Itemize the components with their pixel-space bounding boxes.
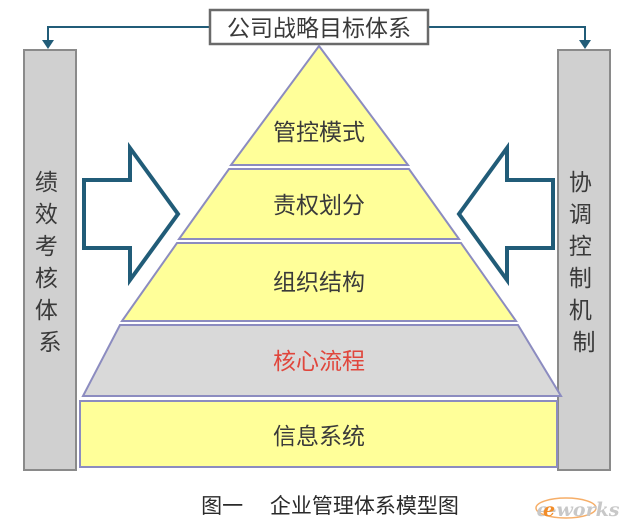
layer-label: 管控模式 bbox=[273, 120, 365, 146]
left-bar-char: 核 bbox=[35, 266, 58, 292]
left-bar-char: 效 bbox=[35, 202, 58, 228]
right-bar-char: 协 bbox=[569, 170, 592, 196]
right-side-bar: 协 调 控 制 机 制 bbox=[557, 49, 611, 471]
right-bar-label: 协 调 控 制 机 制 bbox=[569, 170, 599, 356]
right-bar-char: 制 bbox=[573, 330, 596, 356]
connector-left bbox=[42, 26, 210, 49]
right-bar-char: 控 bbox=[569, 234, 592, 260]
watermark-logo: e-works e bbox=[535, 497, 620, 521]
left-bar-char: 考 bbox=[35, 234, 58, 260]
right-bar-char: 制 bbox=[569, 266, 592, 292]
left-bar-char: 系 bbox=[39, 330, 62, 356]
left-bar-label: 绩 效 考 核 体 系 bbox=[35, 170, 65, 356]
right-arrow-icon bbox=[456, 141, 555, 287]
right-bar-char: 机 bbox=[569, 298, 592, 324]
left-side-bar: 绩 效 考 核 体 系 bbox=[23, 49, 77, 471]
pyramid-layer-core-process bbox=[81, 324, 563, 397]
watermark-e-icon: e bbox=[543, 499, 555, 521]
layer-label-highlight: 核心流程 bbox=[273, 349, 365, 375]
left-bar-char: 体 bbox=[35, 298, 58, 324]
watermark-text: e-works bbox=[537, 499, 620, 521]
layer-label: 信息系统 bbox=[273, 424, 365, 450]
right-bar-char: 调 bbox=[569, 202, 592, 228]
connector-right bbox=[428, 26, 591, 49]
pyramid-layer-responsibility bbox=[177, 168, 461, 240]
figure-caption: 图一 企业管理体系模型图 bbox=[201, 494, 459, 518]
layer-label: 责权划分 bbox=[273, 193, 365, 219]
strategy-goal-label: 公司战略目标体系 bbox=[227, 16, 411, 42]
left-arrow-icon bbox=[82, 141, 181, 287]
pyramid-layer-organization bbox=[120, 242, 518, 322]
pyramid-layer-control-mode bbox=[229, 44, 410, 166]
strategy-goal-box: 公司战略目标体系 bbox=[208, 8, 430, 46]
pyramid-layer-information-system bbox=[79, 400, 558, 468]
left-bar-char: 绩 bbox=[35, 170, 58, 196]
layer-label: 组织结构 bbox=[273, 270, 365, 296]
pyramid: 管控模式 责权划分 组织结构 核心流程 信息系统 bbox=[79, 44, 563, 468]
